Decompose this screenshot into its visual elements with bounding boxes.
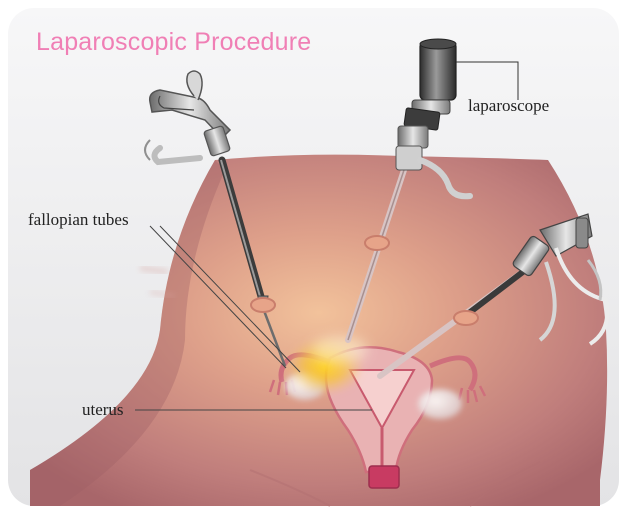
trocar-port bbox=[365, 236, 389, 250]
laparoscope-label: laparoscope bbox=[468, 96, 549, 116]
trocar-port bbox=[251, 298, 275, 312]
uterus-label: uterus bbox=[82, 400, 124, 420]
fallopian-tubes-label: fallopian tubes bbox=[28, 210, 129, 230]
motion-streak bbox=[140, 268, 168, 272]
ovary-right bbox=[418, 389, 462, 419]
trocar-port bbox=[454, 311, 478, 325]
figure-title: Laparoscopic Procedure bbox=[36, 28, 311, 57]
cervix bbox=[369, 466, 399, 488]
